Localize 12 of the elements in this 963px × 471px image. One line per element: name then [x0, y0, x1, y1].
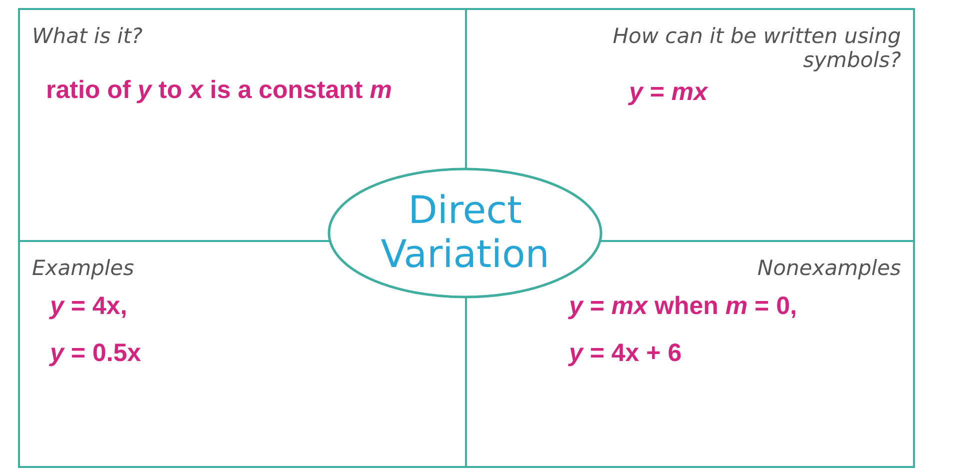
- title-oval: [326, 166, 604, 300]
- math-text: y = 4x + 6: [569, 339, 683, 368]
- quadrant-heading: How can it be written using symbols?: [612, 24, 901, 72]
- math-text: y = 4x,: [50, 292, 128, 322]
- center-title: Direct Variation: [380, 189, 550, 277]
- math-text: y = mx when m = 0,: [569, 292, 797, 322]
- math-text: y = mx: [629, 78, 708, 108]
- quadrant-heading: What is it?: [32, 24, 143, 48]
- quadrant-heading: Nonexamples: [757, 256, 901, 280]
- math-text: y = 0.5x: [50, 339, 142, 368]
- quadrant-heading: Examples: [32, 256, 134, 280]
- math-text: ratio of y to x is a constant m: [46, 76, 392, 106]
